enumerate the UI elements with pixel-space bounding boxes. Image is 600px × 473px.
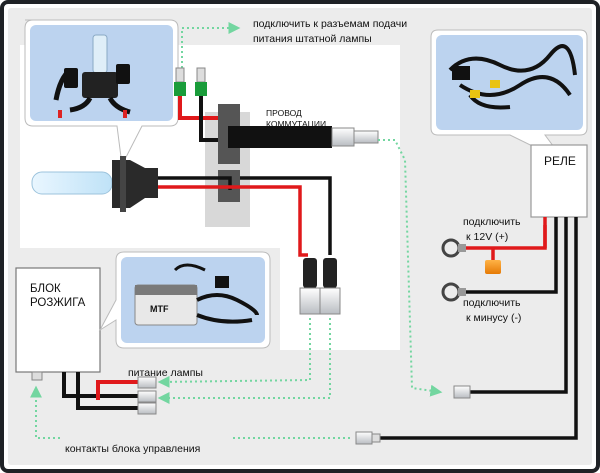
wire-ignition-red — [96, 380, 150, 400]
plus12-line2: к 12V (+) — [466, 231, 508, 243]
dotted-arrow-socket — [181, 22, 241, 68]
hid-bulb-callout — [24, 19, 179, 167]
hid-bulb-icon — [31, 156, 158, 212]
wire-ignition-black2 — [76, 372, 138, 410]
control-connector-right-icon — [355, 431, 373, 445]
fuse-icon — [485, 260, 501, 274]
connect-socket-note: подключить к разъемам подачи питания шта… — [253, 18, 407, 45]
lamp-power-connector-2 — [137, 390, 157, 403]
wire-relay-minus — [462, 217, 558, 294]
dotted-arrow-switching — [378, 139, 443, 397]
minus-line2: к минусу (-) — [466, 312, 521, 324]
plus12-line1: подключить — [463, 216, 521, 228]
relay-box — [530, 144, 588, 218]
wire-relay-control — [380, 217, 578, 440]
ignition-photo-callout: MTF — [98, 251, 271, 349]
connect-socket-line1: подключить к разъемам подачи — [253, 18, 407, 30]
wire-black-to-plugs — [240, 176, 332, 255]
wire-ignition-black — [62, 372, 138, 398]
control-contacts-label: контакты блока управления — [65, 443, 200, 455]
wire-red-bulb — [158, 185, 308, 257]
bulb-plugs — [299, 258, 341, 315]
lamp-power-label: питание лампы — [128, 367, 203, 379]
ring-terminal-minus-icon — [441, 282, 466, 302]
lamp-power-connector-1 — [137, 376, 157, 389]
connect-socket-line2: питания штатной лампы — [253, 33, 372, 45]
dotted-arrow-lamp-1 — [157, 318, 311, 388]
relay-harness-callout — [430, 29, 588, 163]
relay-label: РЕЛЕ — [544, 154, 576, 168]
switching-wire-sheath — [228, 126, 332, 148]
ignition-label-2: РОЗЖИГА — [30, 297, 86, 309]
bulb-glass-icon — [92, 34, 108, 74]
switching-connector-icon — [331, 127, 355, 147]
wire-black-top — [199, 96, 222, 142]
wire-relay-switch — [470, 217, 568, 394]
minus-line1: подключить — [463, 297, 521, 309]
switching-wire-label1: ПРОВОД — [266, 108, 302, 118]
bulb-base-icon — [82, 72, 118, 98]
relay-switch-connector-icon — [453, 385, 471, 399]
green-terminals — [174, 67, 207, 96]
ignition-label-1: БЛОК — [30, 283, 61, 295]
dotted-arrow-lamp-2 — [157, 318, 331, 404]
switching-wire-label2: КОММУТАЦИИ — [266, 119, 326, 129]
mtf-logo: MTF — [150, 304, 169, 314]
ring-terminal-plus-icon — [441, 238, 466, 258]
ignition-unit-box — [15, 267, 101, 373]
